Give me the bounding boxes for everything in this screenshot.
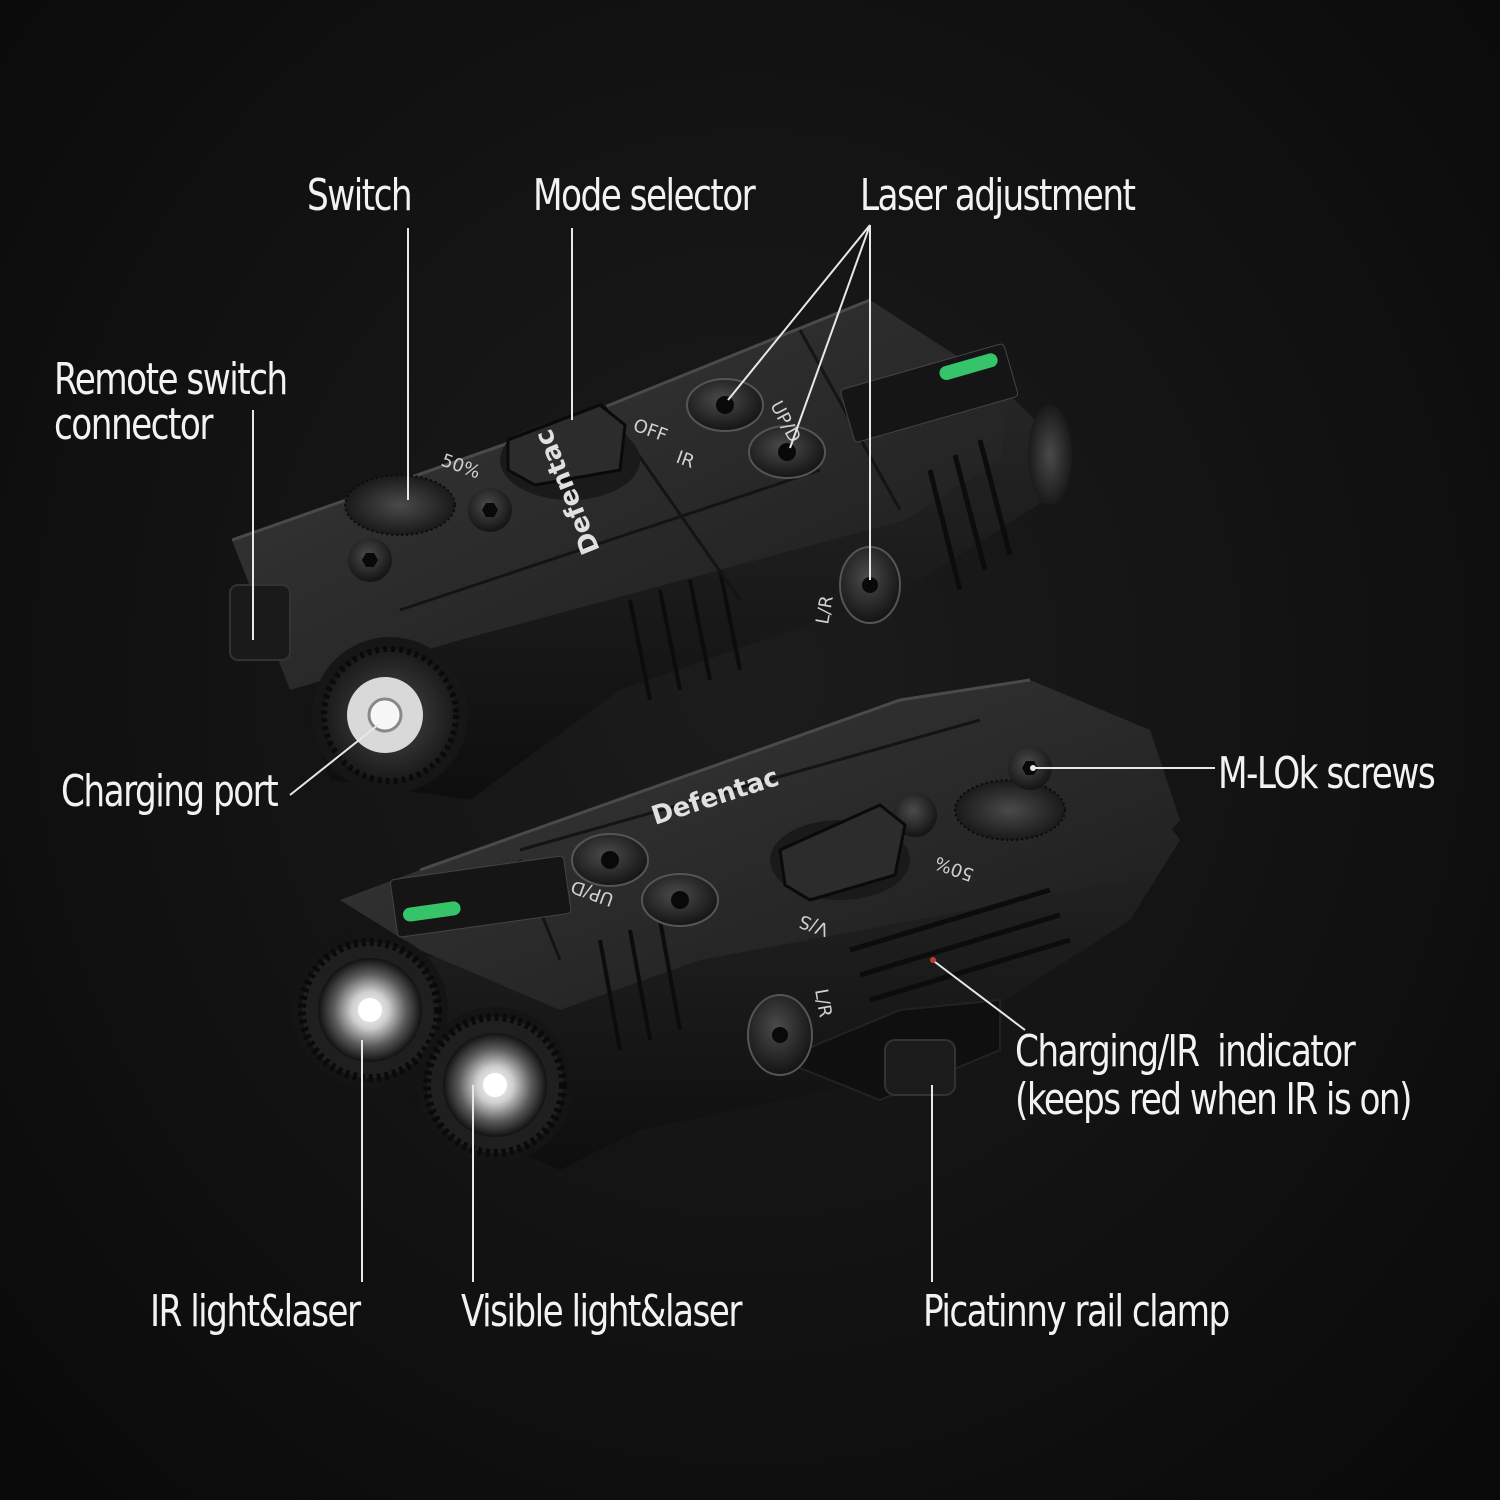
top-warning-sticker: [840, 343, 1019, 443]
callout-remote-switch-connector-line1: Remote switch: [54, 354, 288, 405]
callout-remote-switch-connector-line2: connector: [54, 399, 213, 450]
ir-lens-graphic: [292, 932, 448, 1088]
indicator-led: [930, 957, 936, 963]
bottom-side-adj-label: L/R: [810, 987, 836, 1019]
charging-port-graphic: [312, 637, 468, 793]
leader-lines: [252, 224, 1215, 1282]
callout-laser-adjustment: Laser adjustment: [860, 170, 1136, 221]
callout-mlok-screws: M-LOk screws: [1218, 748, 1436, 799]
callout-charging-ir-indicator-line1: Charging/IR indicator: [1015, 1026, 1356, 1077]
bottom-device: Defentac UP/D L/R V/S 50%: [292, 678, 1180, 1170]
callout-charging-port: Charging port: [61, 766, 279, 817]
callout-switch: Switch: [307, 170, 413, 221]
top-device: Defentac UP/D L/R 50% OFF IR: [229, 298, 1072, 800]
visible-lens-graphic: [417, 1007, 573, 1163]
mode-selector-graphic: [500, 403, 640, 500]
top-ir-label: IR: [673, 447, 697, 473]
callout-charging-ir-indicator-line2: (keeps red when IR is on): [1015, 1074, 1413, 1125]
bottom-warning-sticker: [390, 855, 572, 938]
callout-ir-light-laser: IR light&laser: [150, 1286, 361, 1337]
top-side-adj-label: L/R: [812, 594, 838, 626]
switch-button-graphic: [344, 474, 456, 536]
callout-picatinny-rail-clamp: Picatinny rail clamp: [923, 1286, 1230, 1337]
callout-visible-light-laser: Visible light&laser: [461, 1286, 742, 1337]
callout-mode-selector: Mode selector: [533, 170, 756, 221]
